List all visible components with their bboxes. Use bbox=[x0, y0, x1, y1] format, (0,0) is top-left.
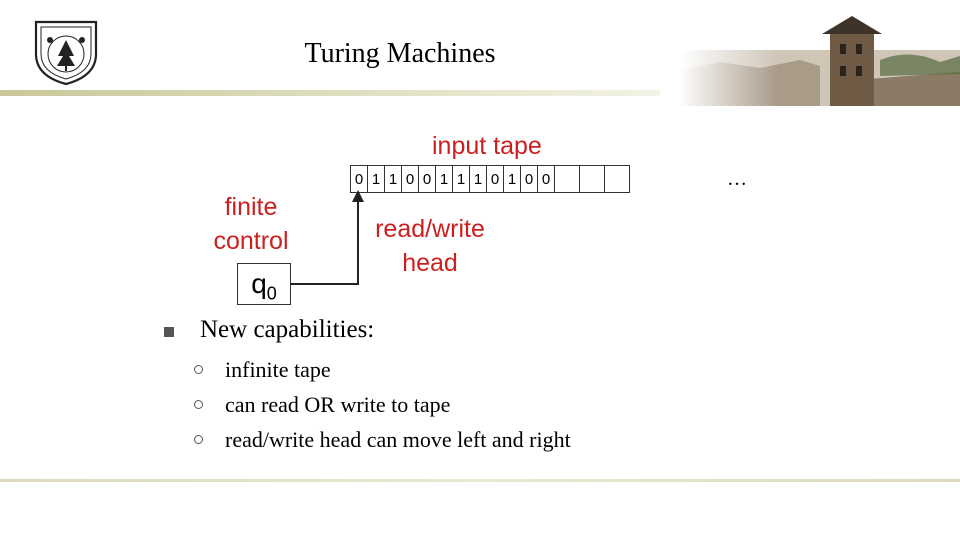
footer-divider bbox=[0, 479, 960, 482]
circle-bullet-icon bbox=[194, 365, 203, 374]
tape-cell: 0 bbox=[350, 165, 368, 193]
campus-tower-photo bbox=[680, 10, 960, 106]
bullet-main-text: New capabilities: bbox=[200, 316, 375, 343]
slide-title: Turing Machines bbox=[304, 38, 496, 69]
state-name: q bbox=[251, 268, 267, 299]
circle-bullet-icon bbox=[194, 400, 203, 409]
university-seal-icon bbox=[34, 20, 98, 86]
sub-bullet-item: read/write head can move left and right bbox=[194, 422, 571, 457]
state-subscript: 0 bbox=[266, 283, 277, 304]
sub-bullet-item: infinite tape bbox=[194, 352, 571, 387]
sub-bullet-list: infinite tape can read OR write to tape re… bbox=[194, 352, 571, 457]
tape-cell: 0 bbox=[402, 165, 419, 193]
tape-cell: 0 bbox=[538, 165, 555, 193]
circle-bullet-icon bbox=[194, 435, 203, 444]
read-write-head-label: read/write head bbox=[375, 215, 485, 277]
tape-cell: 1 bbox=[504, 165, 521, 193]
sub-bullet-text: infinite tape bbox=[225, 356, 331, 382]
square-bullet-icon bbox=[164, 327, 174, 337]
tape-cell: 1 bbox=[470, 165, 487, 193]
head-pointer-arrow bbox=[290, 190, 364, 285]
sub-bullet-text: read/write head can move left and right bbox=[225, 426, 571, 452]
tape-cell: 1 bbox=[385, 165, 402, 193]
tape-cell: 0 bbox=[487, 165, 504, 193]
sub-bullet-item: can read OR write to tape bbox=[194, 387, 571, 422]
header-divider bbox=[0, 90, 660, 96]
tape-cell bbox=[605, 165, 630, 193]
tape-cell: 1 bbox=[368, 165, 385, 193]
tape-ellipsis: … bbox=[727, 168, 747, 190]
tape-cell bbox=[580, 165, 605, 193]
sub-bullet-text: can read OR write to tape bbox=[225, 391, 451, 417]
tape-cell: 1 bbox=[436, 165, 453, 193]
input-tape-label: input tape bbox=[432, 132, 542, 160]
tape-cell: 0 bbox=[419, 165, 436, 193]
tape-cell: 0 bbox=[521, 165, 538, 193]
bullet-main: New capabilities: bbox=[164, 316, 571, 344]
tape-cell: 1 bbox=[453, 165, 470, 193]
finite-control-label: finite control bbox=[213, 193, 289, 255]
tape-cell bbox=[555, 165, 580, 193]
capabilities-list: New capabilities: infinite tape can read … bbox=[164, 316, 571, 457]
